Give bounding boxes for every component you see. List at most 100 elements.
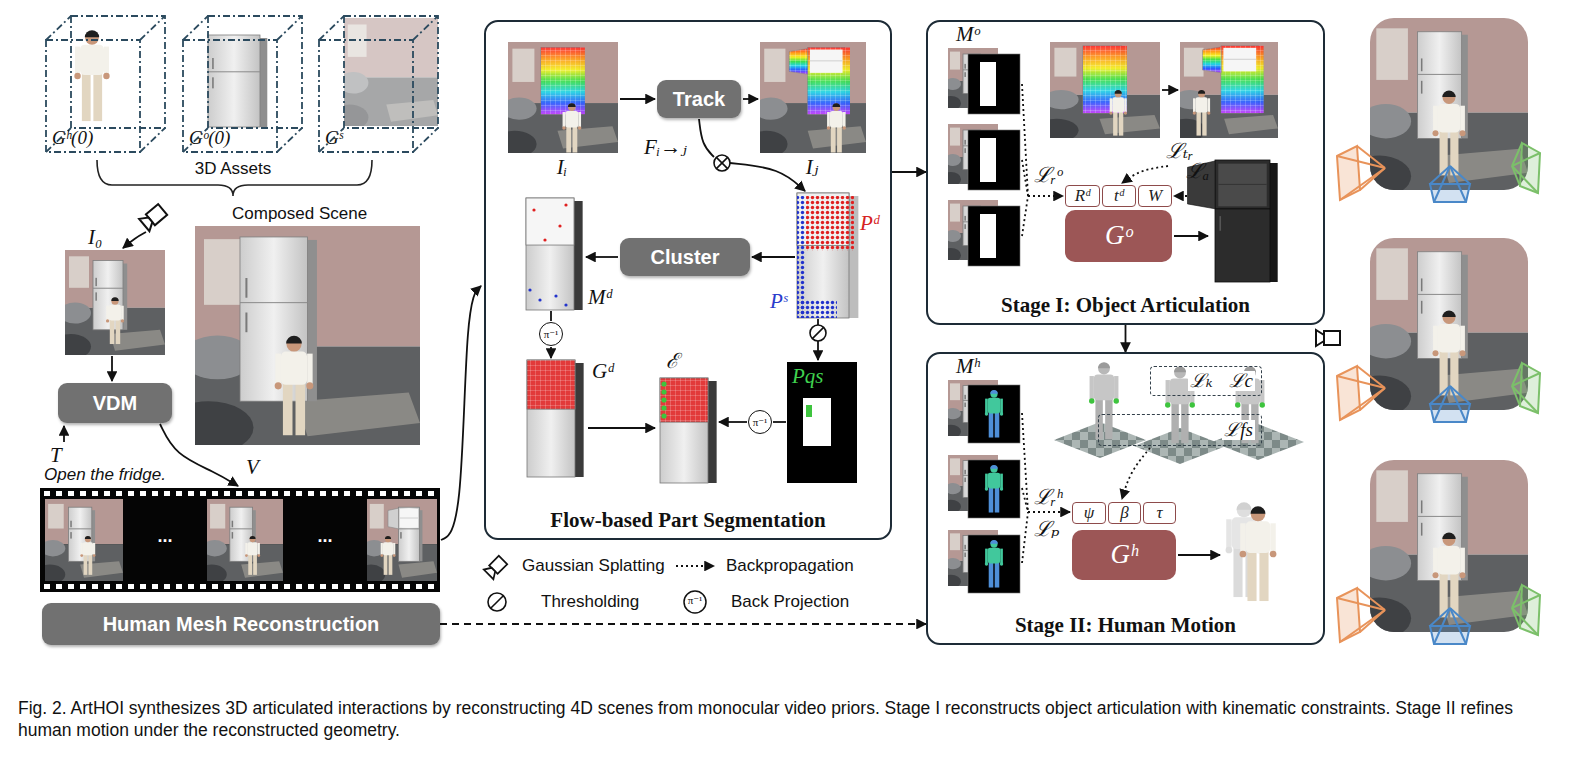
scene-image <box>1370 18 1528 190</box>
illustration-shape <box>260 491 266 496</box>
illustration-shape <box>988 398 1000 414</box>
illustration-shape <box>367 540 385 556</box>
illustration-shape <box>245 536 260 575</box>
illustration-shape <box>356 584 362 589</box>
illustration-shape <box>1208 98 1211 112</box>
illustration-shape <box>968 206 1020 266</box>
illustration-shape <box>284 491 290 496</box>
illustration-shape <box>964 395 966 399</box>
illustration-shape <box>188 491 194 496</box>
illustration-shape <box>1421 523 1423 536</box>
math-label: T <box>50 444 62 467</box>
math-label: ℰ <box>666 350 679 373</box>
illustration-shape <box>381 543 383 555</box>
illustration-shape <box>140 491 146 496</box>
illustration-shape <box>80 554 83 557</box>
illustration-shape <box>183 128 208 152</box>
part-render <box>660 378 717 483</box>
illustration-shape <box>46 40 140 152</box>
illustration-shape <box>1432 310 1465 395</box>
illustration-shape <box>541 48 585 115</box>
illustration-shape <box>989 562 994 587</box>
illustration-shape <box>93 72 102 121</box>
illustration-shape <box>1376 28 1408 80</box>
illustration-shape <box>1180 119 1205 138</box>
node-label: ℒc <box>1227 371 1255 392</box>
arrow <box>1028 511 1070 513</box>
illustration-shape <box>248 554 252 575</box>
illustration-shape <box>808 48 850 115</box>
illustration-shape <box>578 112 581 127</box>
illustration-shape <box>1114 376 1118 399</box>
illustration-shape <box>527 360 575 409</box>
illustration-shape <box>85 536 91 539</box>
illustration-shape <box>806 196 854 251</box>
illustration-shape <box>989 412 994 437</box>
figure-caption: Fig. 2. ArtHOI synthesizes 3D articulate… <box>18 697 1563 741</box>
illustration-shape <box>1512 595 1540 608</box>
arrow <box>743 98 758 100</box>
illustration-shape <box>380 584 386 589</box>
illustration-shape <box>344 584 350 589</box>
illustration-shape <box>1316 330 1324 346</box>
illustration-shape <box>1203 47 1222 73</box>
illustration-shape <box>995 487 1000 512</box>
illustration-shape <box>1090 376 1094 399</box>
illustration-shape <box>399 507 420 561</box>
illustration-shape <box>1259 550 1268 601</box>
illustration-shape <box>176 491 182 496</box>
illustration-shape <box>208 35 260 127</box>
illustration-shape <box>56 584 62 589</box>
illustration-shape <box>714 155 730 171</box>
node-label: ψ <box>1084 504 1095 523</box>
illustration-shape <box>93 554 96 557</box>
node-label: Track <box>673 88 725 110</box>
illustration-shape <box>45 540 65 556</box>
illustration-shape <box>1193 98 1196 112</box>
illustration-shape <box>392 491 398 496</box>
illustration-shape <box>1251 506 1266 513</box>
illustration-shape <box>1337 588 1360 642</box>
illustration-shape <box>985 549 988 563</box>
node-label: Human Mesh Reconstruction <box>103 613 380 635</box>
illustration-shape <box>843 112 846 127</box>
math-label: Pᵈ <box>860 212 879 235</box>
illustration-shape <box>990 540 997 544</box>
illustration-shape <box>1421 58 1423 71</box>
illustration-shape <box>538 298 541 301</box>
illustration-shape <box>332 584 338 589</box>
illustration-shape <box>188 584 194 589</box>
illustration-shape <box>512 49 534 82</box>
illustration-shape <box>1421 278 1423 291</box>
illustration-shape <box>413 16 438 40</box>
legend-text: Gaussian Splatting <box>522 556 665 576</box>
illustration-shape <box>950 383 960 400</box>
illustration-shape <box>661 389 666 394</box>
illustration-shape <box>827 112 830 127</box>
illustration-shape <box>286 336 302 344</box>
illustration-shape <box>241 561 283 577</box>
illustration-shape <box>1270 523 1275 552</box>
math-label: Gᵈ <box>592 360 614 383</box>
illustration-shape <box>1442 532 1455 539</box>
illustration-shape <box>842 126 845 129</box>
illustration-shape <box>92 491 98 496</box>
node-label: β <box>1120 504 1128 523</box>
illustration-shape <box>558 224 561 227</box>
illustration-shape <box>980 214 996 258</box>
illustration-shape <box>385 536 391 542</box>
illustration-shape <box>562 103 581 152</box>
illustration-shape <box>224 491 230 496</box>
illustration-shape <box>716 157 727 168</box>
illustration-shape <box>948 248 961 260</box>
illustration-shape <box>380 536 395 575</box>
illustration-shape <box>1215 160 1270 282</box>
illustration-shape <box>1115 90 1122 97</box>
illustration-shape <box>575 363 584 477</box>
illustration-shape <box>413 128 438 152</box>
illustration-shape <box>950 533 960 550</box>
illustration-shape <box>831 126 836 152</box>
illustration-shape <box>400 532 402 538</box>
camera-icon <box>139 203 168 231</box>
illustration-shape <box>232 521 234 527</box>
